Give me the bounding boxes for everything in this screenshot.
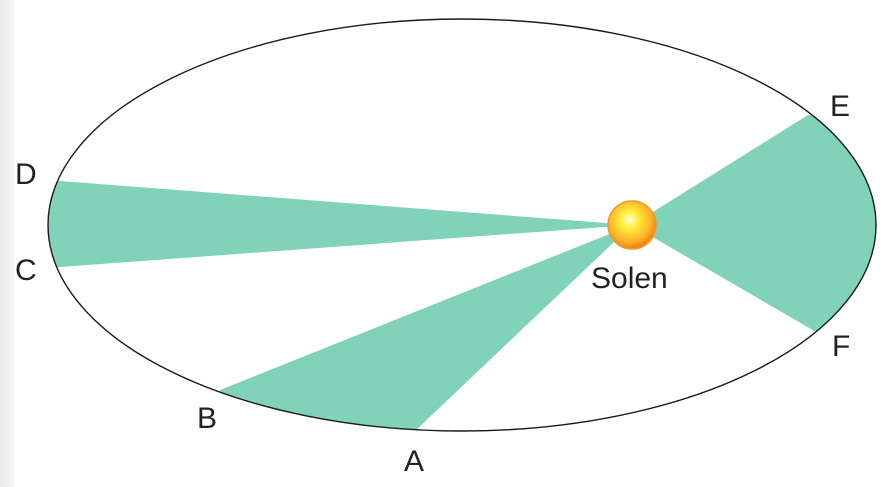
label-c: C xyxy=(15,254,37,287)
left-margin-strip xyxy=(0,0,14,487)
label-d: D xyxy=(15,158,37,191)
sector-e-f xyxy=(632,115,876,345)
label-b: B xyxy=(197,402,217,435)
sun-icon xyxy=(607,200,657,250)
swept-areas xyxy=(48,115,876,431)
planet-orbit xyxy=(47,18,877,432)
label-e: E xyxy=(830,90,850,123)
label-sun: Solen xyxy=(591,262,668,295)
label-a: A xyxy=(404,445,424,478)
label-f: F xyxy=(832,330,850,363)
sector-c-d xyxy=(48,180,632,270)
sector-a-b xyxy=(210,225,632,431)
